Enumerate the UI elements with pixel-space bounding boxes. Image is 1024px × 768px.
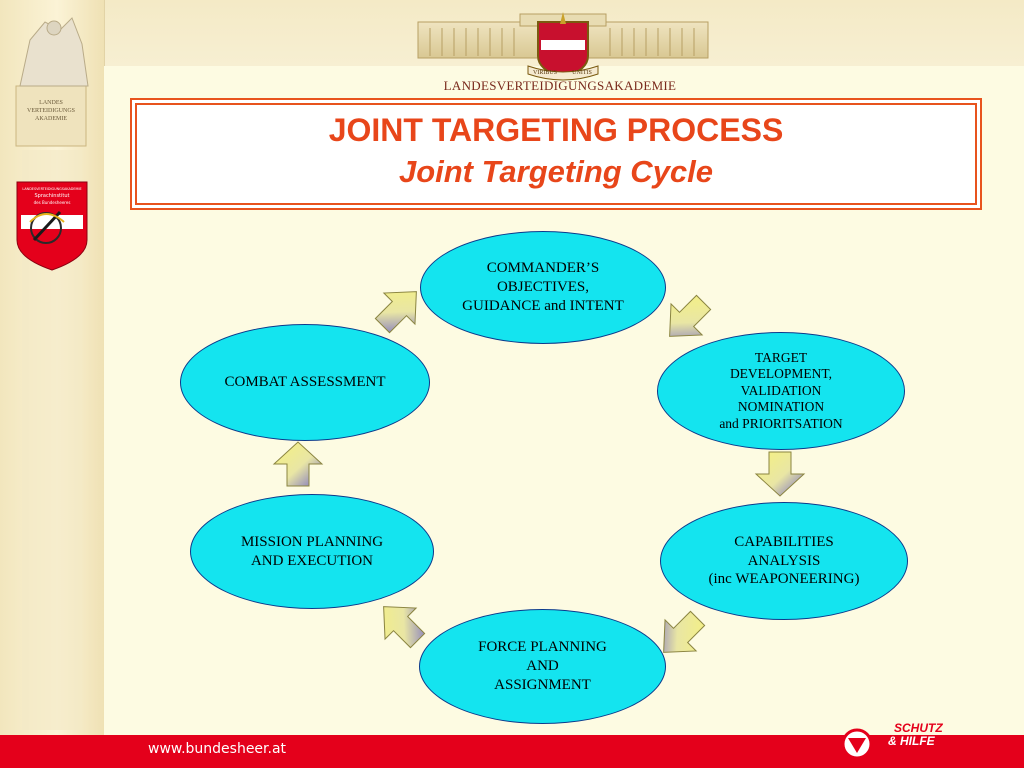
arrow-capabilities-to-force xyxy=(663,610,706,653)
page-subtitle: Joint Targeting Cycle xyxy=(398,154,714,189)
shield-line-2: Sprachinstitut xyxy=(35,193,70,199)
arrow-target-to-capabilities xyxy=(754,451,806,497)
bundesheer-triangle-icon xyxy=(841,728,873,760)
arrow-mission-to-combat xyxy=(272,441,324,487)
academy-name: LANDESVERTEIDIGUNGSAKADEMIE xyxy=(443,78,677,93)
motto-line-2: & HILFE xyxy=(888,733,935,748)
monument-plaque: LANDES VERTEIDIGUNGS AKADEMIE xyxy=(27,100,75,122)
shield-line-1: LANDESVERTEIDIGUNGSAKADEMIE xyxy=(22,187,81,191)
node-mission-planning: MISSION PLANNING AND EXECUTION xyxy=(190,494,434,609)
arrow-commander-to-target xyxy=(669,294,712,337)
node-force-planning: FORCE PLANNING AND ASSIGNMENT xyxy=(419,609,666,724)
motto-line-1: SCHUTZ xyxy=(894,721,943,735)
institute-shield-emblem: LANDESVERTEIDIGUNGSAKADEMIE Sprachinstit… xyxy=(16,181,88,271)
title-box: JOINT TARGETING PROCESS Joint Targeting … xyxy=(130,98,982,210)
motto-text: SCHUTZ & HILFE xyxy=(880,722,970,747)
crest-banner-right: UNITIS xyxy=(572,70,592,76)
arrow-combat-to-commander xyxy=(374,291,417,334)
academy-crest: VIRIBUS UNITIS xyxy=(527,12,599,81)
plaque-line-2: VERTEIDIGUNGS xyxy=(27,108,75,114)
node-target-development: TARGET DEVELOPMENT, VALIDATION NOMINATIO… xyxy=(657,332,905,450)
arrow-force-to-mission xyxy=(383,606,426,649)
node-capabilities-analysis: CAPABILITIES ANALYSIS (inc WEAPONEERING) xyxy=(660,502,908,620)
node-combat-assessment: COMBAT ASSESSMENT xyxy=(180,324,430,441)
crest-banner-left: VIRIBUS xyxy=(533,70,557,76)
plaque-line-3: AKADEMIE xyxy=(35,116,67,122)
plaque-line-1: LANDES xyxy=(39,100,63,106)
page-title: JOINT TARGETING PROCESS xyxy=(328,112,784,148)
node-commanders-objectives: COMMANDER’S OBJECTIVES, GUIDANCE and INT… xyxy=(420,231,666,344)
shield-line-3: des Bundesheeres xyxy=(34,200,71,205)
footer-url-link[interactable]: www.bundesheer.at xyxy=(148,741,287,757)
